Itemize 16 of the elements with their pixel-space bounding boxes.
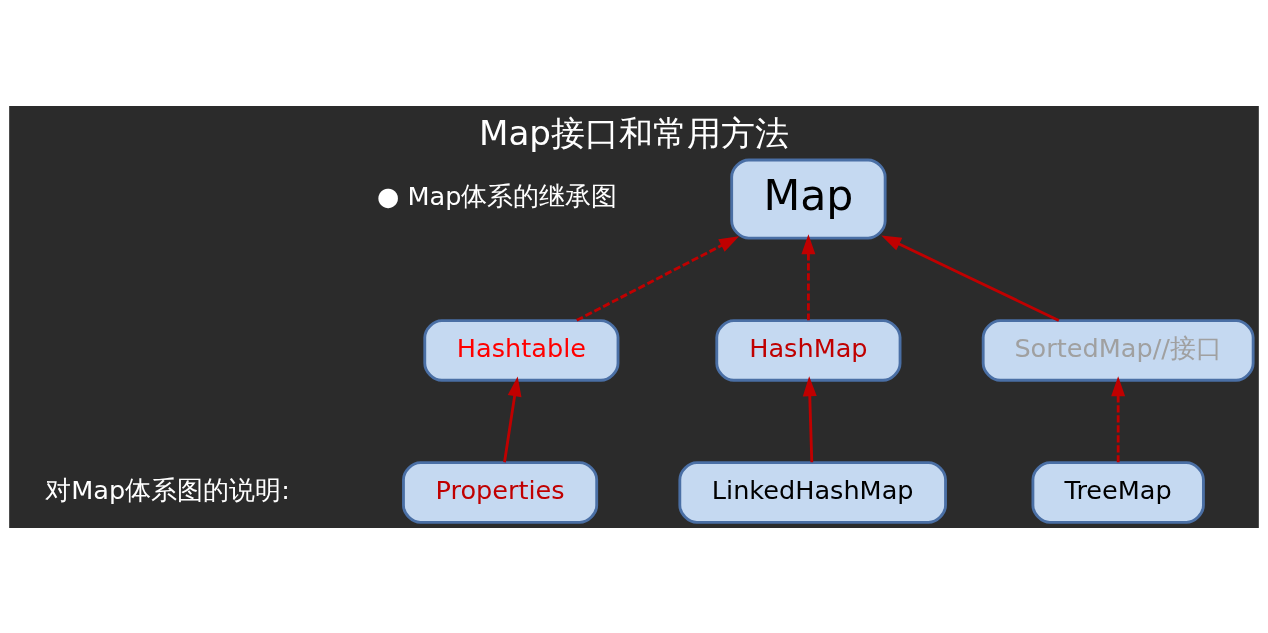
arrow (802, 375, 817, 462)
node-box: LinkedHashMap (678, 460, 947, 524)
node-box: TreeMap (1031, 460, 1205, 524)
node-box: Hashtable (423, 318, 620, 382)
arrow (801, 233, 816, 320)
arrow (576, 235, 740, 322)
arrow (1111, 375, 1126, 462)
node-box: Properties (402, 460, 599, 524)
node-box: HashMap (715, 318, 902, 382)
arrow (503, 375, 522, 462)
node-box: SortedMap//接口 (981, 318, 1255, 382)
diagram-title: Map接口和常用方法 (479, 112, 789, 153)
label: ● Map体系的继承图 (377, 180, 618, 211)
label: 对Map体系图的说明: (45, 474, 290, 505)
arrow (881, 234, 1060, 322)
node-box: Map (730, 158, 887, 240)
